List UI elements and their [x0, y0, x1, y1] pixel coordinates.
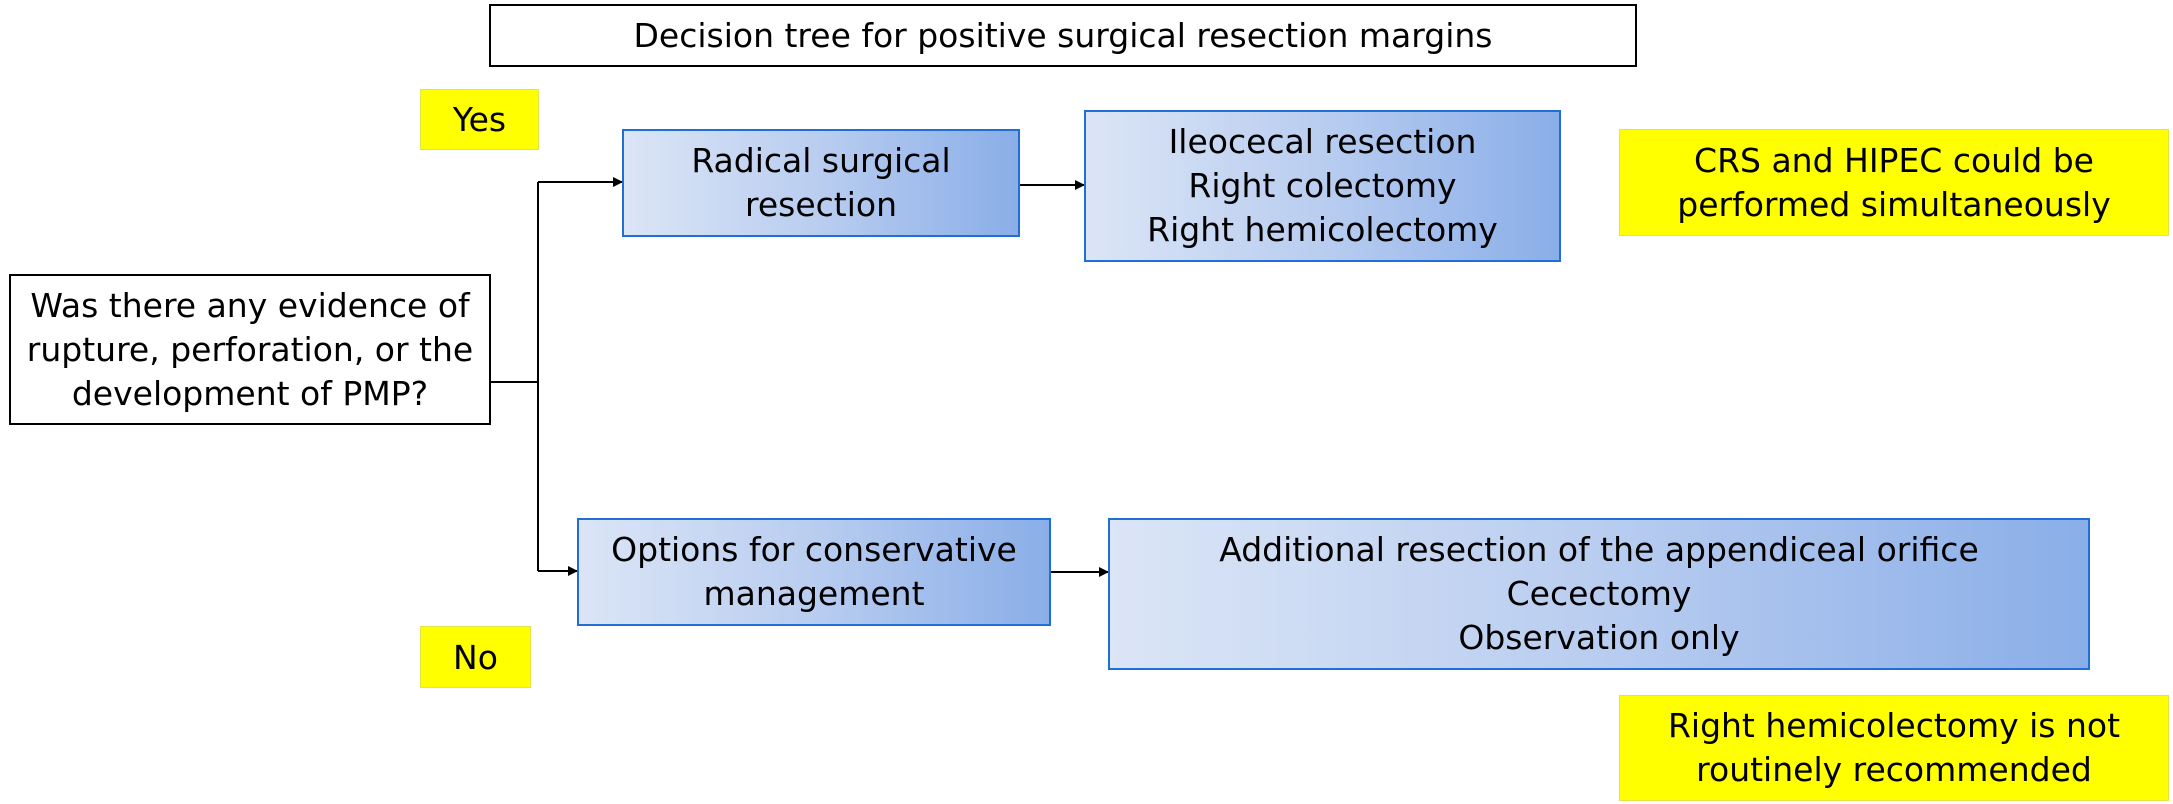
yes-procedure-item: Ileocecal resection: [1168, 122, 1477, 161]
yes-label: Yes: [420, 89, 539, 150]
yes-procedure-item: Right colectomy: [1188, 166, 1457, 205]
no-label: No: [420, 626, 531, 688]
radical-resection-line: Radical surgical: [691, 141, 951, 180]
conservative-management-line: management: [703, 574, 925, 613]
crs-hipec-note-line: CRS and HIPEC could be: [1694, 140, 2094, 180]
hemicolectomy-note-line: Right hemicolectomy is not: [1667, 706, 2121, 745]
crs-hipec-note: CRS and HIPEC could be performed simulta…: [1619, 129, 2169, 236]
diagram-title-text: Decision tree for positive surgical rese…: [633, 15, 1493, 55]
no-procedures-box: Additional resection of the appendiceal …: [1108, 518, 2090, 670]
hemicolectomy-note-line: routinely recommended: [1696, 750, 2092, 789]
no-procedure-item: Additional resection of the appendiceal …: [1219, 530, 1979, 569]
radical-resection-line: resection: [745, 185, 897, 224]
conservative-management-box: Options for conservative management: [577, 518, 1051, 626]
yes-procedures-box: Ileocecal resection Right colectomy Righ…: [1084, 110, 1561, 262]
hemicolectomy-note: Right hemicolectomy is not routinely rec…: [1619, 695, 2169, 801]
question-line: development of PMP?: [71, 373, 429, 413]
no-procedure-item: Cecectomy: [1506, 574, 1692, 613]
conservative-management-line: Options for conservative: [611, 530, 1017, 569]
radical-resection-box: Radical surgical resection: [622, 129, 1020, 237]
question-line: Was there any evidence of: [30, 285, 470, 325]
yes-label-text: Yes: [452, 100, 507, 139]
question-line: rupture, perforation, or the: [26, 329, 474, 369]
yes-procedure-item: Right hemicolectomy: [1147, 210, 1498, 249]
diagram-title: Decision tree for positive surgical rese…: [489, 4, 1637, 67]
decision-question: Was there any evidence of rupture, perfo…: [9, 274, 491, 425]
no-label-text: No: [453, 637, 498, 677]
crs-hipec-note-line: performed simultaneously: [1677, 184, 2111, 224]
no-procedure-item: Observation only: [1458, 618, 1740, 657]
